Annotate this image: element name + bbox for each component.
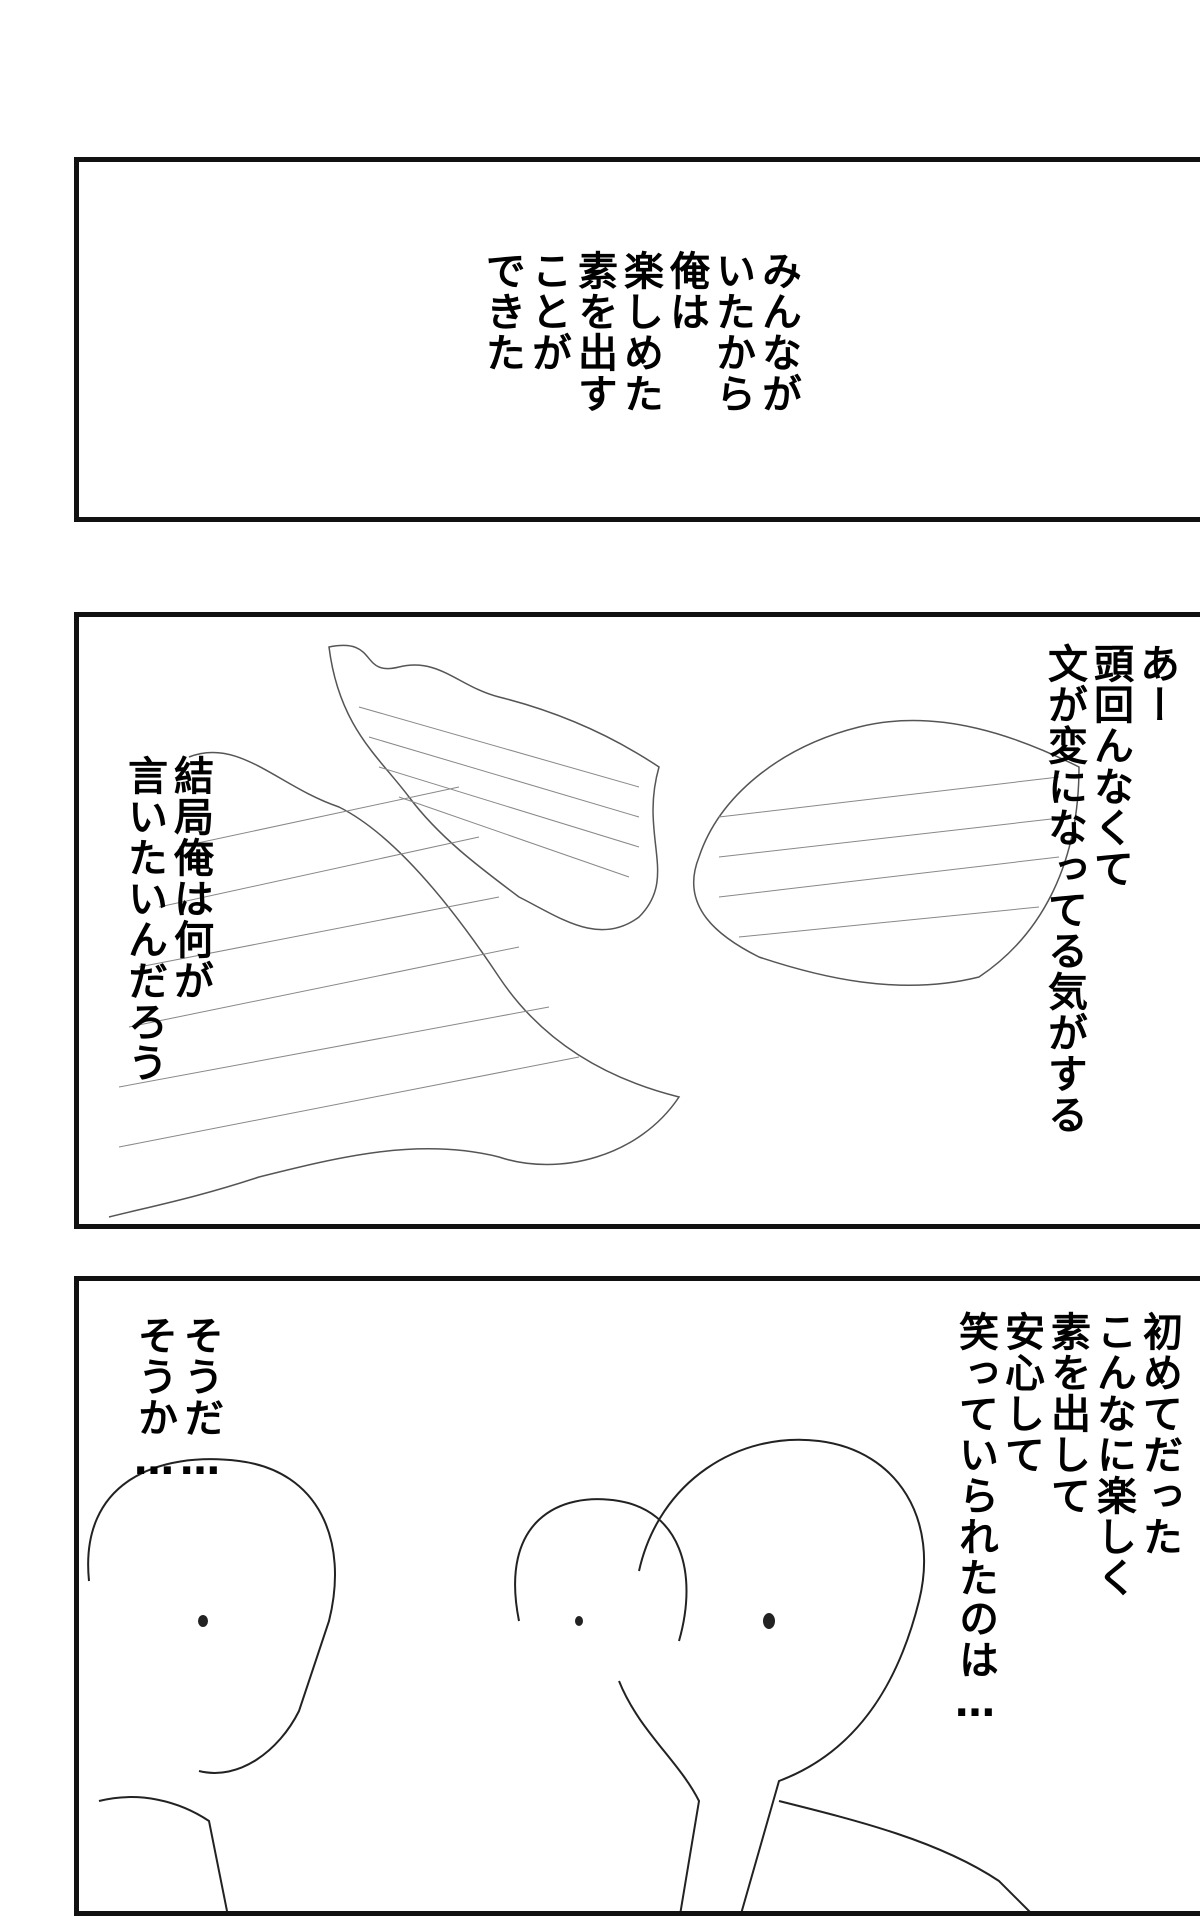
narration-text-right: 初めてだった こんなに楽しく 素を出して 安心して 笑っていられたのは…	[952, 1311, 1182, 1727]
text-line: そうか…	[131, 1315, 177, 1485]
dialogue-text-left: そうだ… そうか…	[131, 1315, 223, 1485]
hatched-clouds-illustration	[108, 644, 1080, 1218]
text-line: みんなが	[755, 250, 801, 414]
narration-text-left: 結局俺は何が 言いたいんだろう	[121, 755, 213, 1083]
text-line: あー	[1133, 643, 1179, 725]
text-line: 文が変になってる気がする	[1041, 643, 1087, 1135]
text-line: 俺は	[663, 250, 709, 332]
text-line: こんなに楽しく	[1090, 1311, 1136, 1598]
text-line: いたから	[709, 250, 755, 414]
text-line: ことが	[525, 250, 571, 373]
text-line: 結局俺は何が	[167, 755, 213, 1001]
manga-panel-3: 初めてだった こんなに楽しく 素を出して 安心して 笑っていられたのは… そうだ…	[74, 1276, 1200, 1916]
narration-text: みんなが いたから 俺は 楽しめた 素を出す ことが できた	[479, 250, 801, 414]
text-line: 楽しめた	[617, 250, 663, 414]
text-line: 初めてだった	[1136, 1311, 1182, 1557]
text-line: できた	[479, 250, 525, 373]
text-line: 素を出す	[571, 250, 617, 414]
narration-text-right: あー 頭回んなくて 文が変になってる気がする	[1041, 643, 1179, 1135]
text-line: 素を出して	[1044, 1311, 1090, 1516]
manga-panel-1: みんなが いたから 俺は 楽しめた 素を出す ことが できた	[74, 157, 1200, 522]
manga-panel-2: あー 頭回んなくて 文が変になってる気がする 結局俺は何が 言いたいんだろう	[74, 612, 1200, 1229]
characters-illustration	[87, 1438, 1031, 1911]
text-line: 頭回んなくて	[1087, 643, 1133, 889]
text-line: 笑っていられたのは…	[952, 1311, 998, 1727]
text-line: そうだ…	[177, 1315, 223, 1485]
text-line: 言いたいんだろう	[121, 755, 167, 1083]
text-line: 安心して	[998, 1311, 1044, 1475]
